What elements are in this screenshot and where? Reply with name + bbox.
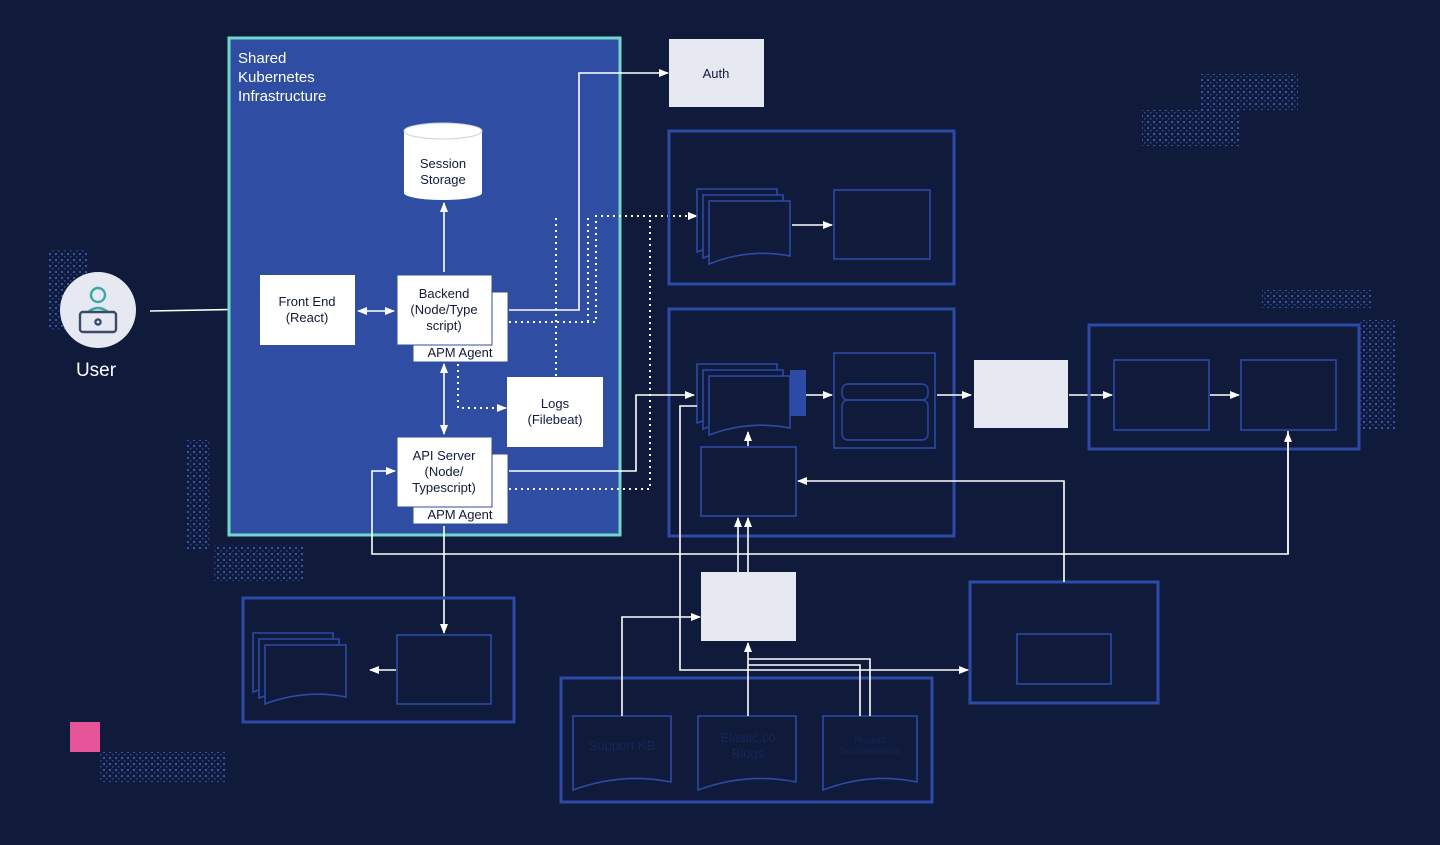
source-connectors — [621, 613, 871, 716]
index-field-2 — [841, 399, 929, 441]
backend-apm-agent-label: APM Agent — [427, 345, 492, 360]
product-docs-label-1: Product — [854, 735, 886, 745]
cluster-title-line-3: Infrastructure — [238, 88, 326, 105]
pink-square-decoration — [70, 722, 100, 752]
backend-label-2: (Node/Type — [410, 302, 477, 317]
bottom-right-group — [968, 580, 1160, 705]
auth-node: Auth — [669, 39, 764, 107]
bottom-right-inner-box — [1016, 633, 1112, 685]
search-group — [667, 307, 956, 538]
right-group-box-1 — [1113, 359, 1210, 431]
api-server-apm-agent-label: APM Agent — [427, 507, 492, 522]
document-stack-bottom-left — [252, 632, 347, 706]
document-stack-top — [696, 188, 791, 266]
elastic-blogs-document — [697, 715, 797, 792]
backend-label-1: Backend — [419, 286, 470, 301]
logs-label-1: Logs — [541, 396, 570, 411]
arrow-bottom-right-processor — [797, 477, 1065, 582]
elastic-blogs-label-2: Blogs — [732, 746, 765, 761]
arrow-backend-auth — [509, 69, 669, 311]
api-server-node: API Server (Node/ Typescript) APM Agent — [396, 436, 509, 525]
bottom-left-group — [241, 596, 516, 724]
product-docs-document — [822, 715, 918, 792]
bottom-left-box — [396, 634, 492, 705]
ingest-service-box — [701, 572, 796, 641]
logs-node: Logs (Filebeat) — [507, 377, 603, 447]
api-server-label-1: API Server — [413, 448, 477, 463]
index-box — [833, 352, 936, 449]
elastic-blogs-label-1: Elastic.co — [720, 730, 776, 745]
front-end-node: Front End (React) — [260, 275, 355, 345]
session-storage-database: Session Storage — [403, 122, 483, 200]
support-kb-document — [572, 715, 672, 792]
right-group-box-2 — [1240, 359, 1337, 431]
product-docs-label-2: Documentation — [840, 746, 901, 756]
api-server-label-2: (Node/ — [424, 464, 463, 479]
observability-target-box — [833, 189, 931, 260]
front-end-label-1: Front End — [278, 294, 335, 309]
session-storage-label-1: Session — [420, 156, 466, 171]
logs-label-2: (Filebeat) — [528, 412, 583, 427]
user-avatar — [60, 272, 136, 348]
processor-box — [700, 446, 797, 517]
apm-dotted-lines — [457, 215, 694, 490]
right-group — [1087, 323, 1361, 451]
user-label: User — [76, 360, 117, 381]
session-storage-label-2: Storage — [420, 172, 466, 187]
arrow-docs-bottom-right — [679, 405, 969, 674]
cluster-title-line-1: Shared — [238, 50, 286, 67]
sources-group: Support KB Elastic.co Blogs Product Docu… — [559, 676, 934, 804]
backend-label-3: script) — [426, 318, 461, 333]
api-server-label-3: Typescript) — [412, 480, 476, 495]
backend-node: Backend (Node/Type script) APM Agent — [396, 274, 509, 363]
observability-group — [667, 129, 956, 286]
user-laptop-icon — [78, 286, 118, 334]
intermediate-service-box — [974, 360, 1068, 428]
user-node: User — [60, 272, 136, 381]
support-kb-label: Support KB — [589, 738, 656, 753]
index-field-1 — [841, 383, 929, 401]
arrow-api-docs — [509, 391, 695, 472]
document-stack-middle — [696, 363, 791, 437]
front-end-label-2: (React) — [286, 310, 329, 325]
auth-label: Auth — [703, 66, 730, 81]
cluster-title-line-2: Kubernetes — [238, 69, 315, 86]
document-stack-edge — [790, 370, 806, 416]
